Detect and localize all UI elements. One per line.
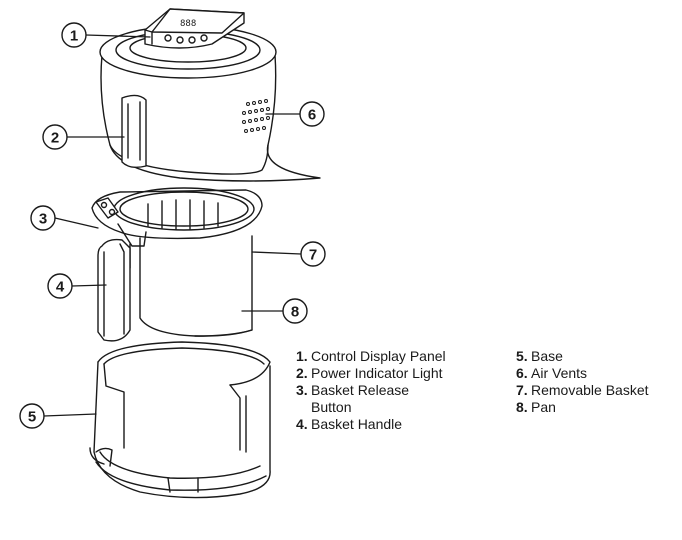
legend-item: 4. Basket Handle: [296, 416, 491, 433]
control-display-panel: 888: [144, 8, 245, 49]
legend-label: Air Vents: [531, 365, 588, 381]
legend-label: Removable Basket: [531, 382, 649, 398]
parts-legend-left: 1. Control Display Panel 2. Power Indica…: [296, 348, 491, 433]
legend-number: 3.: [296, 382, 308, 398]
legend-label: Control Display Panel: [311, 348, 446, 364]
callout-number: 4: [56, 279, 65, 296]
svg-text:888: 888: [180, 19, 196, 29]
basket-release-button: [95, 197, 119, 219]
legend-number: 5.: [516, 348, 528, 364]
removable-basket: [91, 187, 263, 337]
legend-item: 1. Control Display Panel: [296, 348, 491, 365]
legend-number: 6.: [516, 365, 528, 381]
top-housing: 888: [99, 8, 321, 182]
callout-number: 6: [308, 107, 316, 124]
legend-number: 2.: [296, 365, 308, 381]
basket-handle: [97, 238, 131, 342]
pan: [139, 235, 253, 337]
callout-number: 3: [39, 211, 47, 228]
legend-label: Pan: [531, 399, 556, 415]
callout-number: 8: [291, 304, 299, 321]
legend-item: 6. Air Vents: [516, 365, 681, 382]
callout-number: 1: [70, 28, 78, 45]
legend-item: 7. Removable Basket: [516, 382, 681, 399]
legend-label: Basket Handle: [311, 416, 403, 432]
parts-legend-right: 5. Base 6. Air Vents 7. Removable Basket…: [516, 348, 681, 416]
legend-label: Base: [531, 348, 563, 364]
power-indicator-light: [121, 94, 147, 169]
air-vents: [242, 99, 270, 133]
legend-label: Basket Release Button: [311, 382, 410, 415]
callout-number: 5: [28, 409, 36, 426]
legend-number: 7.: [516, 382, 528, 398]
legend-item: 8. Pan: [516, 399, 681, 416]
legend-number: 4.: [296, 416, 308, 432]
legend-number: 1.: [296, 348, 308, 364]
legend-item: 3. Basket Release Button: [296, 382, 491, 416]
legend-number: 8.: [516, 399, 528, 415]
legend-label: Power Indicator Light: [311, 365, 443, 381]
base: [89, 341, 271, 499]
legend-item: 5. Base: [516, 348, 681, 365]
legend-item: 2. Power Indicator Light: [296, 365, 491, 382]
callout-number: 2: [51, 130, 59, 147]
callout-number: 7: [309, 247, 317, 264]
